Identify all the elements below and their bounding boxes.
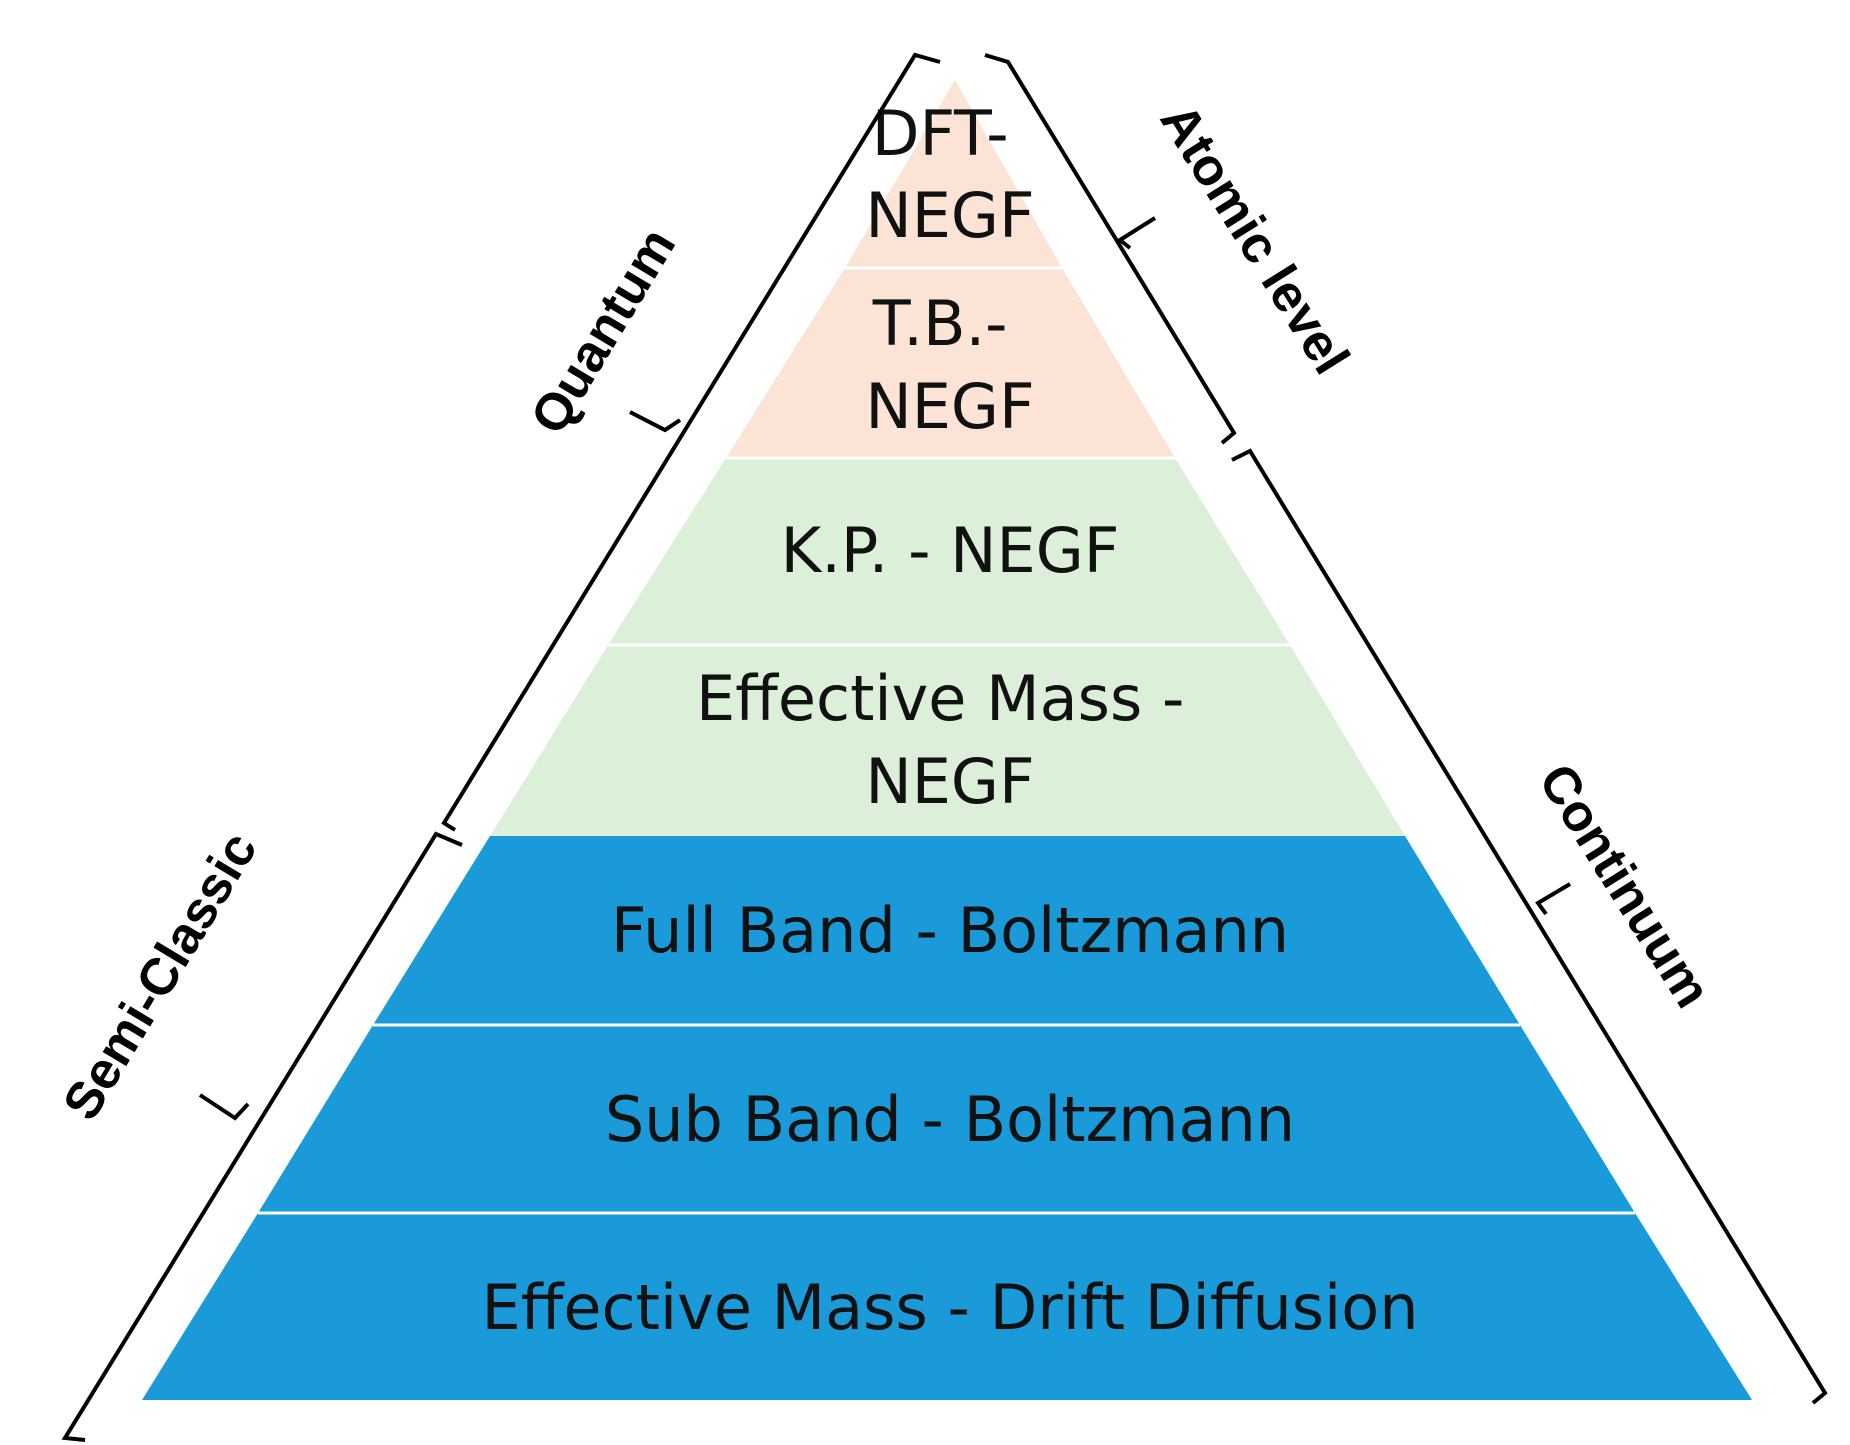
atomic-level-label: Atomic level — [1149, 94, 1361, 385]
layer-effective-mass-drift-diffusion — [142, 1213, 1752, 1400]
quantum-bracket — [441, 52, 941, 832]
layer-separators — [258, 266, 1635, 1215]
layer-label-line: DFT- — [872, 97, 1009, 170]
layer-label-sub-band-boltzmann: Sub Band - Boltzmann — [605, 1083, 1295, 1156]
layer-sub-band-boltzmann — [258, 1025, 1635, 1213]
layer-label-full-band-boltzmann: Full Band - Boltzmann — [611, 894, 1289, 967]
layer-label-effective-mass-drift-diffusion: Effective Mass - Drift Diffusion — [481, 1271, 1418, 1344]
pyramid-layers — [142, 80, 1752, 1400]
layer-full-band-boltzmann — [373, 836, 1520, 1025]
layer-label-line: NEGF — [865, 745, 1034, 818]
layer-label-line: NEGF — [865, 179, 1034, 252]
layer-effective-mass-negf — [490, 645, 1405, 836]
layer-tb-negf — [726, 268, 1175, 458]
layer-label-effective-mass-negf: Effective Mass - NEGF — [696, 662, 1204, 818]
semi-classic-bracket — [61, 831, 463, 1442]
layer-label-line: NEGF — [865, 370, 1034, 443]
layer-label-line: T.B.- — [872, 287, 1008, 360]
continuum-bracket — [1231, 448, 1828, 1405]
atomic-level-bracket — [984, 53, 1237, 445]
quantum-label: Quantum — [520, 218, 687, 443]
layer-labels: DFT- NEGF T.B.- NEGF K.P. - NEGF Effecti… — [481, 97, 1418, 1344]
layer-label-kp-negf: K.P. - NEGF — [781, 514, 1120, 587]
layer-label-tb-negf: T.B.- NEGF — [865, 287, 1034, 443]
layer-kp-negf — [608, 458, 1290, 645]
layer-label-line: Effective Mass - — [696, 662, 1184, 735]
semi-classic-label: Semi-Classic — [52, 823, 268, 1130]
layer-dft-negf — [845, 80, 1062, 268]
continuum-label: Continuum — [1527, 754, 1722, 1017]
layer-label-dft-negf: DFT- NEGF — [865, 97, 1034, 252]
